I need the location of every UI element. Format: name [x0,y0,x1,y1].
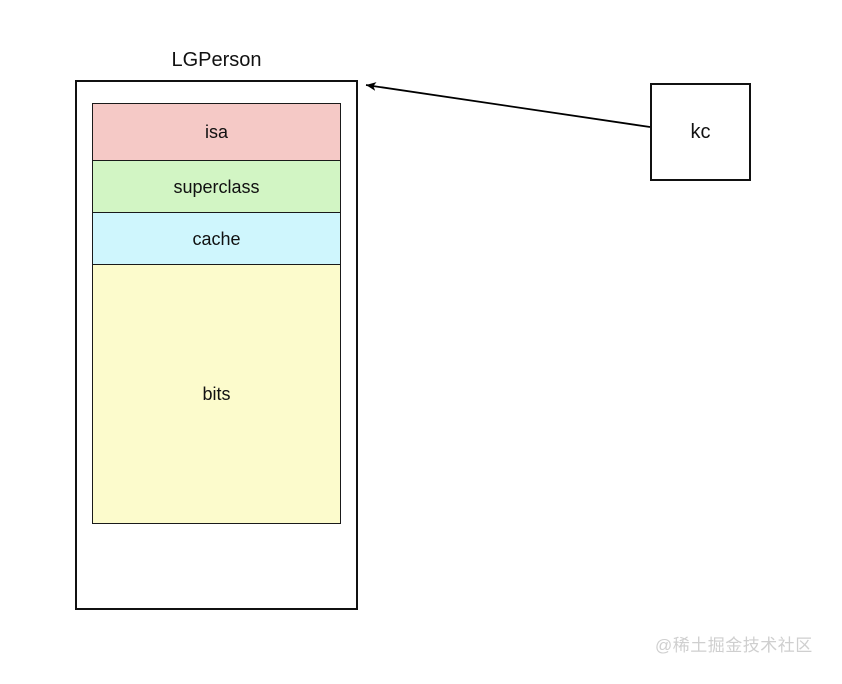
field-row-cache: cache [92,212,341,264]
kc-label: kc [690,121,711,143]
field-label-bits: bits [202,384,231,404]
field-row-superclass: superclass [92,160,341,212]
field-row-bits: bits [92,264,341,524]
field-row-isa: isa [92,103,341,160]
kc-pointer-box: kc [650,83,751,181]
field-label-cache: cache [192,228,241,249]
field-label-isa: isa [204,122,228,142]
site-watermark: @稀土掘金技术社区 [655,636,813,655]
kc-to-lgperson-arrow [365,82,651,128]
field-stack: isa superclass cache bits [92,103,341,524]
field-label-superclass: superclass [173,176,260,197]
class-title-label: LGPerson [171,49,262,71]
